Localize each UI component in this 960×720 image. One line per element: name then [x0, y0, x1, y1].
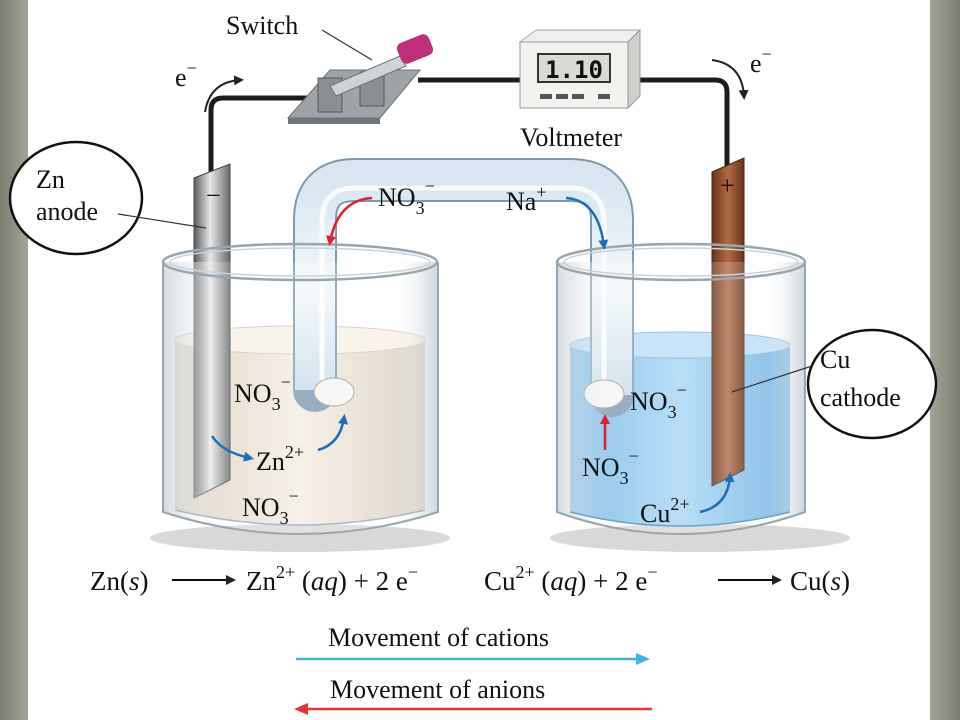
bridge-nitrate-label: NO3−: [378, 176, 435, 218]
cu-cathode-callout: [806, 328, 938, 440]
left-no3-arrow: [317, 414, 349, 452]
left-zinc-ion: Zn2+: [256, 442, 304, 476]
zn-anode-pointer: [117, 213, 207, 229]
right-cu-arrow: [699, 472, 735, 514]
bridge-sodium-label: Na+: [506, 182, 546, 216]
zn-anode-label-2: anode: [36, 197, 98, 226]
zn-anode-callout: [8, 140, 144, 256]
left-nitrate-bottom: NO3−: [242, 486, 299, 528]
legend-cations-label: Movement of cations: [328, 623, 549, 652]
electron-label-right: e−: [750, 44, 772, 78]
voltmeter-label: Voltmeter: [520, 123, 622, 152]
legend-anions-label: Movement of anions: [330, 675, 545, 704]
left-beaker: [161, 242, 439, 535]
right-copper-ion: Cu2+: [640, 494, 690, 528]
right-beaker: [555, 242, 807, 535]
switch-pointer-line: [321, 29, 373, 61]
voltmeter-reading: 1.10: [545, 56, 603, 84]
legend-anions-arrowhead: [294, 703, 308, 715]
cu-cathode-label-2: cathode: [820, 383, 901, 412]
electron-arrow-left: [204, 75, 244, 113]
left-nitrate-top: NO3−: [234, 372, 291, 414]
right-nitrate-mid: NO3−: [582, 446, 639, 488]
cathode-half-reaction: Cu2+ (aq) + 2 e−: [484, 562, 658, 596]
external-wire: [208, 77, 730, 178]
anode-sign: −: [206, 181, 221, 210]
salt-bridge-highlight: [319, 185, 607, 385]
legend-cations-arrowhead: [636, 653, 650, 665]
anode-half-reaction-products: Zn2+ (aq) + 2 e−: [246, 562, 418, 596]
cu-cathode-pointer: [731, 365, 813, 393]
right-nitrate-top: NO3−: [630, 380, 687, 422]
switch-label: Switch: [226, 11, 298, 40]
cu-cathode-label-1: Cu: [820, 345, 850, 374]
switch[interactable]: [286, 32, 435, 124]
slide-frame-right: [930, 0, 960, 720]
bridge-cation-arrow: [565, 196, 609, 250]
cathode-sign: +: [720, 171, 735, 200]
anode-half-reaction: Zn(s): [90, 566, 149, 596]
zn-anode-label-1: Zn: [36, 165, 65, 194]
right-beaker-shadow: [550, 524, 850, 552]
bridge-anion-arrow: [326, 196, 373, 246]
slide-frame-left: [0, 0, 28, 720]
salt-bridge-inner: [295, 160, 632, 395]
cathode-half-reaction-product: Cu(s): [790, 566, 850, 596]
left-beaker-shadow: [150, 524, 450, 552]
electron-arrow-right: [711, 59, 749, 100]
left-zn-arrow: [210, 435, 254, 462]
voltmeter[interactable]: [518, 28, 642, 110]
electron-label-left: e−: [175, 58, 197, 92]
